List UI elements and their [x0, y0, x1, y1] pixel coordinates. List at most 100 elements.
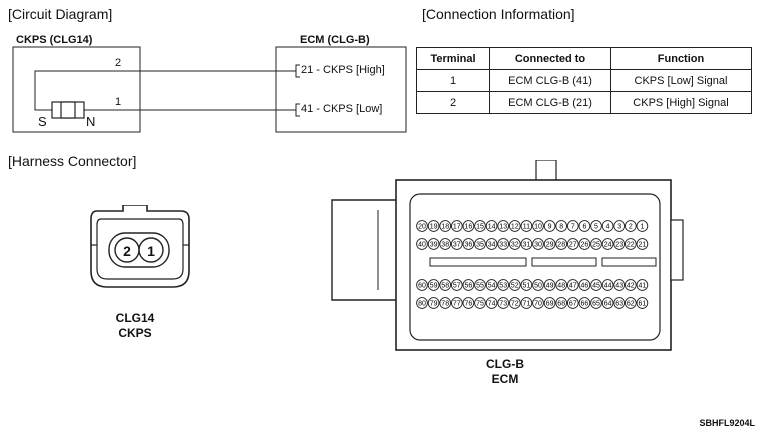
clgb-pin — [427, 297, 440, 309]
clgb-pin-label: 40 — [418, 242, 426, 249]
clgb-top-tab — [535, 160, 557, 183]
clgb-pin-label: 20 — [418, 224, 426, 231]
clgb-pin — [613, 220, 626, 232]
clgb-pin-label: 42 — [627, 283, 635, 290]
clgb-pin — [450, 297, 463, 309]
clgb-pin — [497, 297, 510, 309]
clgb-pin-label: 4 — [606, 224, 610, 231]
clgb-pin — [636, 220, 649, 232]
clgb-pin — [590, 297, 602, 309]
sensor-pole-s: S — [38, 114, 47, 129]
clgb-pin-label: 70 — [534, 301, 542, 308]
clgb-pin-label: 29 — [546, 242, 554, 249]
clgb-pin — [566, 238, 579, 250]
clgb-pin — [427, 220, 440, 232]
clgb-pin — [590, 238, 602, 250]
sensor-box — [12, 46, 141, 133]
ecm-pin-low-label: 41 - CKPS [Low] — [301, 103, 383, 115]
clgb-pin — [520, 279, 533, 291]
clgb-pin-label: 80 — [418, 301, 426, 308]
clgb-pin — [485, 279, 498, 291]
clgb-pin-label: 52 — [511, 283, 519, 290]
clgb-pin — [624, 220, 637, 232]
clgb-pin-label: 69 — [546, 301, 554, 308]
clgb-pin — [474, 220, 486, 232]
clgb-pin — [566, 279, 579, 291]
clgb-pin — [520, 220, 533, 232]
clgb-pin — [532, 220, 544, 232]
clgb-pin-label: 3 — [617, 224, 621, 231]
table-row: 1 ECM CLG-B (41) CKPS [Low] Signal — [416, 69, 752, 92]
clgb-pin-label: 38 — [441, 242, 449, 249]
clgb-pin-label: 22 — [627, 242, 635, 249]
clgb-pin — [543, 220, 556, 232]
clgb-pin-label: 10 — [534, 224, 542, 231]
clgb-pin — [497, 279, 510, 291]
clgb-pin — [427, 279, 440, 291]
clgb-pin — [555, 238, 568, 250]
clgb-pin — [439, 238, 452, 250]
clgb-pin — [555, 279, 568, 291]
clgb-pin-label: 57 — [453, 283, 461, 290]
clgb-pin — [439, 297, 452, 309]
clgb-pin-label: 77 — [453, 301, 461, 308]
clgb-pin — [566, 297, 579, 309]
clgb-pin-label: 72 — [511, 301, 519, 308]
clgb-pin-label: 8 — [559, 224, 563, 231]
clgb-pin — [532, 238, 544, 250]
clgb-pin-label: 68 — [557, 301, 565, 308]
clgb-pin — [474, 238, 486, 250]
table-header-cell: Terminal — [416, 47, 490, 70]
clgb-pin-label: 15 — [476, 224, 484, 231]
clgb-pin — [416, 297, 428, 309]
clgb-pin-label: 75 — [476, 301, 484, 308]
sensor-magnet-core — [60, 101, 76, 119]
clgb-pin-label: 45 — [592, 283, 600, 290]
clgb-pin-label: 37 — [453, 242, 461, 249]
sensor-label: CKPS (CLG14) — [16, 34, 93, 46]
clgb-left-flange — [331, 199, 396, 301]
clgb-pin-label: 25 — [592, 242, 600, 249]
clgb-pin — [636, 297, 649, 309]
sensor-inner-wire-high — [34, 70, 110, 111]
clgb-pin — [601, 279, 614, 291]
clgb-pin — [508, 279, 521, 291]
clgb-pin-label: 24 — [604, 242, 612, 249]
clgb-pin — [601, 220, 614, 232]
clgb-pin-label: 65 — [592, 301, 600, 308]
clgb-pin — [462, 279, 475, 291]
clg14-label: CLG14 — [115, 311, 155, 325]
clg14-pin-label: 1 — [147, 243, 155, 259]
clgb-pin — [590, 220, 602, 232]
clgb-pin — [462, 238, 475, 250]
clgb-key-slot — [601, 257, 657, 267]
clgb-pin-label: 60 — [418, 283, 426, 290]
clgb-pin-label: 46 — [581, 283, 589, 290]
table-header-cell: Function — [610, 47, 752, 70]
clgb-pin-label: 39 — [430, 242, 438, 249]
clgb-pin-label: 26 — [581, 242, 589, 249]
table-cell: CKPS [Low] Signal — [610, 69, 752, 92]
clgb-pin — [543, 238, 556, 250]
clgb-pin-label: 6 — [582, 224, 586, 231]
clgb-pin-label: 63 — [615, 301, 623, 308]
clgb-pin — [450, 220, 463, 232]
clgb-pin-label: 55 — [476, 283, 484, 290]
clg14-connector — [90, 205, 190, 288]
clgb-pin-label: 19 — [430, 224, 438, 231]
clgb-pin-label: 74 — [488, 301, 496, 308]
clgb-pin — [485, 220, 498, 232]
clgb-pin-label: 35 — [476, 242, 484, 249]
clgb-pin-label: 12 — [511, 224, 519, 231]
table-cell: 2 — [416, 91, 490, 114]
clgb-pin-label: 50 — [534, 283, 542, 290]
table-cell: CKPS [High] Signal — [610, 91, 752, 114]
clgb-pin — [624, 297, 637, 309]
circuit-diagram-title: [Circuit Diagram] — [8, 6, 113, 22]
clgb-pin — [416, 238, 428, 250]
clgb-pin-label: 32 — [511, 242, 519, 249]
clgb-pin — [555, 220, 568, 232]
clgb-pin-label: 54 — [488, 283, 496, 290]
connection-info-title: [Connection Information] — [422, 6, 575, 22]
clgb-pin — [462, 220, 475, 232]
